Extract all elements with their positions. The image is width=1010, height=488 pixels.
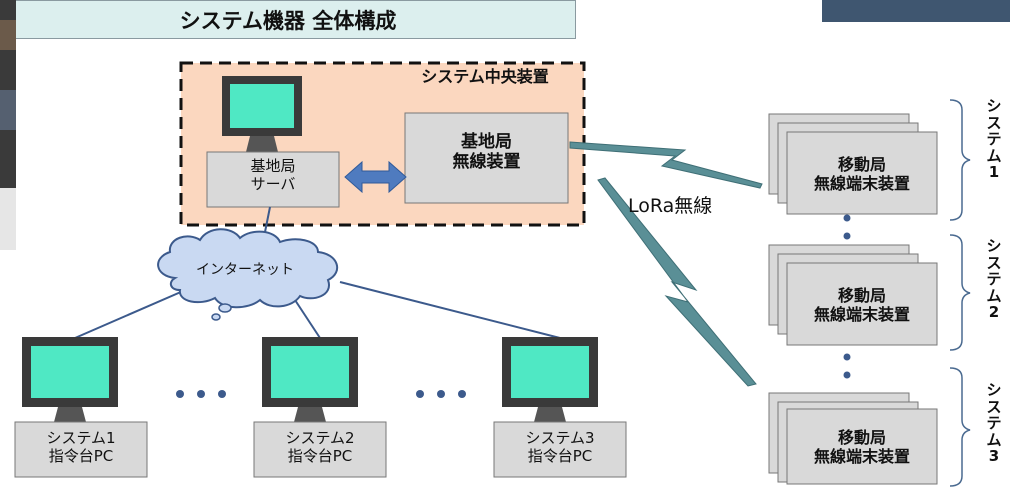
- mobile-label-2-line1: 移動局: [837, 286, 886, 305]
- server-label: 基地局 サーバ: [207, 157, 339, 193]
- radio-box: [404, 112, 569, 204]
- mobile-label-3-line2: 無線端末装置: [813, 447, 910, 467]
- mobile-label-1: 移動局 無線端末装置: [787, 155, 937, 193]
- server-box: [206, 151, 340, 208]
- pc-box-3: [493, 421, 627, 478]
- radio-label-line1: 基地局: [461, 132, 512, 152]
- lightning-bolt-lower: [597, 177, 757, 387]
- mobile-label-3-line1: 移動局: [837, 428, 886, 447]
- internet-cloud: [157, 228, 339, 309]
- mobile-label-2: 移動局 無線端末装置: [787, 286, 937, 324]
- pc-box-2: [253, 421, 387, 478]
- server-label-line1: 基地局: [250, 157, 296, 175]
- photo-fragment-top-right: [822, 0, 1010, 22]
- central-system-label: システム中央装置: [421, 67, 549, 86]
- system-1-vertical-label: システム1: [986, 97, 1002, 181]
- mobile-label-3: 移動局 無線端末装置: [787, 428, 937, 466]
- ellipsis-dots-1: [176, 390, 226, 398]
- pc-label-1-line2: 指令台PC: [48, 447, 114, 465]
- mobile-label-2-line2: 無線端末装置: [813, 305, 910, 325]
- pc-label-2-line2: 指令台PC: [287, 447, 353, 465]
- pc-monitor-2: [262, 337, 358, 422]
- mobile-stack-2: [768, 244, 938, 346]
- system-braces: [949, 99, 971, 487]
- server-label-line2: サーバ: [250, 175, 296, 193]
- mobile-label-1-line1: 移動局: [837, 155, 886, 174]
- mobile-label-1-line2: 無線端末装置: [813, 174, 910, 194]
- ellipsis-dots-2: [416, 390, 466, 398]
- system-2-vertical-label: システム2: [986, 237, 1002, 321]
- photo-fragment-left: [0, 0, 16, 250]
- pc-label-2: システム2 指令台PC: [254, 429, 386, 465]
- pc-label-1: システム1 指令台PC: [15, 429, 147, 465]
- double-arrow: [344, 160, 407, 194]
- pc-label-3-line2: 指令台PC: [527, 447, 593, 465]
- cloud-bubbles: [211, 303, 232, 321]
- system-3-vertical-label: システム3: [986, 381, 1002, 465]
- pc-box-1: [14, 421, 148, 478]
- pc-monitor-1: [22, 337, 118, 422]
- pc-label-3: システム3 指令台PC: [494, 429, 626, 465]
- internet-label: インターネット: [196, 262, 294, 278]
- pc-label-2-line1: システム2: [285, 429, 355, 447]
- radio-label: 基地局 無線装置: [405, 132, 568, 173]
- radio-label-line2: 無線装置: [452, 152, 521, 173]
- lightning-bolt-upper: [569, 141, 763, 189]
- pc-label-3-line1: システム3: [525, 429, 595, 447]
- vertical-dots: [843, 214, 851, 379]
- pc-label-1-line1: システム1: [46, 429, 116, 447]
- pc-monitor-3: [502, 337, 598, 422]
- server-monitor: [222, 76, 302, 152]
- mobile-stack-3: [768, 392, 938, 485]
- lora-label: LoRa無線: [628, 195, 713, 217]
- mobile-stack-1: [768, 113, 938, 215]
- diagram-title: システム機器 全体構成: [0, 0, 576, 39]
